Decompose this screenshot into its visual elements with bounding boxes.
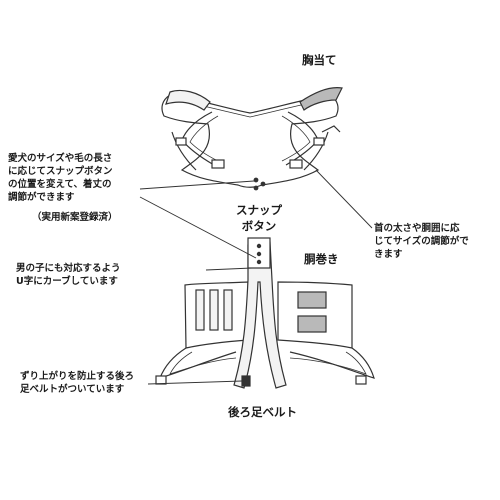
anti-slip-line-2: 足ベルトがついています bbox=[20, 384, 125, 395]
anti-slip-line-1: ずり上がりを防止する後ろ bbox=[20, 371, 135, 382]
chest-guard-right-pad bbox=[299, 87, 343, 111]
snap-button-dot bbox=[253, 177, 259, 183]
callout-snap-adjust bbox=[139, 180, 255, 190]
snap-button-title: スナップ ボタン bbox=[236, 202, 282, 234]
snap-adjust-line-2: に応じてスナップボタン bbox=[8, 166, 113, 177]
neck-adjust-note: 首の太さや胴囲に応 じてサイズの調節がで きます bbox=[374, 222, 469, 261]
body-wrap-drawing bbox=[155, 237, 375, 389]
male-dogs-line-2: U字にカーブしています bbox=[16, 276, 118, 287]
utility-model-note: （実用新案登録済） bbox=[32, 212, 118, 223]
snap-adjust-note: 愛犬のサイズや毛の長さ に応じてスナップボタン の位置を変えて、着丈の 調節がで… bbox=[8, 152, 113, 204]
snap-adjust-line-3: の位置を変えて、着丈の bbox=[8, 179, 112, 190]
snap-button-title-line-1: スナップ bbox=[236, 203, 282, 217]
rear-leg-belt-title: 後ろ足ベルト bbox=[228, 405, 297, 419]
neck-adjust-line-2: じてサイズの調節がで bbox=[374, 236, 469, 247]
rear-leg-belt-right bbox=[289, 347, 375, 379]
callout-anti-slip bbox=[147, 380, 243, 385]
neck-adjust-line-1: 首の太さや胴囲に応 bbox=[374, 223, 460, 234]
snap-adjust-line-1: 愛犬のサイズや毛の長さ bbox=[8, 153, 113, 164]
snap-button-title-line-2: ボタン bbox=[241, 219, 277, 233]
right-buckle bbox=[313, 137, 325, 146]
callout-lines bbox=[139, 169, 373, 385]
male-dogs-line-1: 男の子にも対応するよう bbox=[16, 263, 121, 274]
anti-slip-note: ずり上がりを防止する後ろ 足ベルトがついています bbox=[20, 370, 134, 396]
callout-neck bbox=[315, 169, 373, 229]
chest-guard-plate bbox=[161, 94, 339, 188]
snap-adjust-line-4: 調節ができます bbox=[8, 192, 75, 203]
body-wrap-title: 胴巻き bbox=[304, 252, 339, 266]
velcro-patch-upper bbox=[297, 291, 327, 309]
left-buckle bbox=[175, 137, 187, 146]
velcro-patch-lower bbox=[297, 315, 327, 333]
neck-adjust-line-3: きます bbox=[374, 249, 403, 260]
chest-guard-title: 胸当て bbox=[302, 53, 337, 67]
u-curve-strap bbox=[233, 241, 287, 389]
chest-guard-left-pad bbox=[165, 89, 211, 111]
callout-utility bbox=[139, 196, 257, 259]
callout-male bbox=[205, 267, 253, 271]
male-dogs-note: 男の子にも対応するよう U字にカーブしています bbox=[16, 262, 121, 288]
chest-guard-drawing bbox=[161, 87, 343, 191]
